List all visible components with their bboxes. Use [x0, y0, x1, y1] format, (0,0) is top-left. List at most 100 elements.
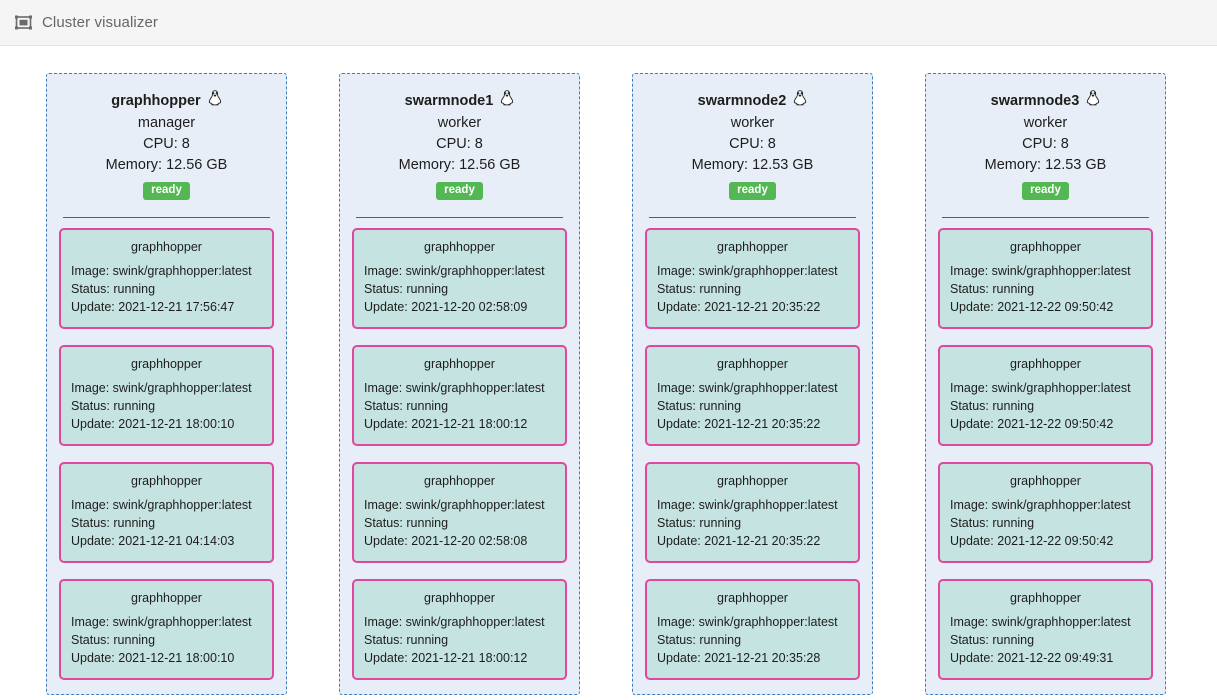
node-memory: Memory: 12.56 GB: [105, 157, 228, 173]
page-title: Cluster visualizer: [42, 14, 158, 31]
container-update: Update: 2021-12-21 18:00:12: [364, 651, 528, 665]
container-card[interactable]: graphhopper Image: swink/graphhopper:lat…: [645, 228, 860, 329]
container-card[interactable]: graphhopper Image: swink/graphhopper:lat…: [59, 345, 274, 446]
linux-penguin-icon: [793, 90, 807, 112]
node-memory: Memory: 12.53 GB: [984, 157, 1107, 173]
node-header: graphhopper manager CPU: 8 Memory: 12.56…: [59, 88, 274, 206]
container-name: graphhopper: [131, 357, 202, 371]
container-name: graphhopper: [1010, 357, 1081, 371]
container-image: Image: swink/graphhopper:latest: [950, 615, 1131, 629]
container-name: graphhopper: [1010, 591, 1081, 605]
linux-penguin-icon: [1086, 90, 1100, 112]
container-card[interactable]: graphhopper Image: swink/graphhopper:lat…: [59, 579, 274, 680]
container-status: Status: running: [950, 516, 1035, 530]
container-image: Image: swink/graphhopper:latest: [364, 498, 545, 512]
container-status: Status: running: [950, 399, 1035, 413]
container-card[interactable]: graphhopper Image: swink/graphhopper:lat…: [938, 579, 1153, 680]
container-update: Update: 2021-12-20 02:58:08: [364, 534, 528, 548]
container-update: Update: 2021-12-21 20:35:22: [657, 300, 821, 314]
container-card[interactable]: graphhopper Image: swink/graphhopper:lat…: [645, 345, 860, 446]
node-role: worker: [1023, 115, 1068, 131]
node-divider: [649, 217, 856, 218]
container-image: Image: swink/graphhopper:latest: [364, 264, 545, 278]
container-card[interactable]: graphhopper Image: swink/graphhopper:lat…: [645, 462, 860, 563]
container-card[interactable]: graphhopper Image: swink/graphhopper:lat…: [938, 462, 1153, 563]
container-status: Status: running: [71, 282, 156, 296]
container-image: Image: swink/graphhopper:latest: [71, 264, 252, 278]
container-card[interactable]: graphhopper Image: swink/graphhopper:lat…: [352, 228, 567, 329]
container-image: Image: swink/graphhopper:latest: [657, 615, 838, 629]
container-card[interactable]: graphhopper Image: swink/graphhopper:lat…: [352, 462, 567, 563]
container-update: Update: 2021-12-21 18:00:12: [364, 417, 528, 431]
node-card-swarmnode3[interactable]: swarmnode3 worker CPU: 8 Memory: 12.53 G…: [925, 73, 1166, 695]
status-badge: ready: [143, 182, 190, 200]
container-status: Status: running: [657, 633, 742, 647]
node-divider: [63, 217, 270, 218]
container-list: graphhopper Image: swink/graphhopper:lat…: [59, 228, 274, 680]
container-update: Update: 2021-12-22 09:50:42: [950, 417, 1114, 431]
node-card-graphhopper[interactable]: graphhopper manager CPU: 8 Memory: 12.56…: [46, 73, 287, 695]
container-image: Image: swink/graphhopper:latest: [657, 264, 838, 278]
container-update: Update: 2021-12-21 04:14:03: [71, 534, 235, 548]
container-update: Update: 2021-12-21 18:00:10: [71, 651, 235, 665]
node-card-swarmnode1[interactable]: swarmnode1 worker CPU: 8 Memory: 12.56 G…: [339, 73, 580, 695]
node-memory: Memory: 12.56 GB: [398, 157, 521, 173]
container-name: graphhopper: [1010, 474, 1081, 488]
container-list: graphhopper Image: swink/graphhopper:lat…: [352, 228, 567, 680]
status-badge: ready: [436, 182, 483, 200]
node-divider: [942, 217, 1149, 218]
app-header: Cluster visualizer: [0, 0, 1217, 46]
container-status: Status: running: [657, 516, 742, 530]
container-image: Image: swink/graphhopper:latest: [657, 381, 838, 395]
node-status-wrap: ready: [938, 180, 1153, 200]
container-name: graphhopper: [131, 240, 202, 254]
container-card[interactable]: graphhopper Image: swink/graphhopper:lat…: [352, 345, 567, 446]
container-image: Image: swink/graphhopper:latest: [950, 264, 1131, 278]
container-image: Image: swink/graphhopper:latest: [71, 615, 252, 629]
container-status: Status: running: [364, 516, 449, 530]
container-status: Status: running: [950, 282, 1035, 296]
node-header: swarmnode1 worker CPU: 8 Memory: 12.56 G…: [352, 88, 567, 206]
node-cpu: CPU: 8: [729, 136, 776, 152]
node-board: graphhopper manager CPU: 8 Memory: 12.56…: [0, 46, 1217, 695]
container-update: Update: 2021-12-21 17:56:47: [71, 300, 235, 314]
node-card-swarmnode2[interactable]: swarmnode2 worker CPU: 8 Memory: 12.53 G…: [632, 73, 873, 695]
container-status: Status: running: [364, 633, 449, 647]
node-status-wrap: ready: [352, 180, 567, 200]
container-card[interactable]: graphhopper Image: swink/graphhopper:lat…: [59, 462, 274, 563]
container-update: Update: 2021-12-22 09:50:42: [950, 534, 1114, 548]
container-image: Image: swink/graphhopper:latest: [950, 381, 1131, 395]
node-hostname: graphhopper: [111, 93, 201, 109]
container-card[interactable]: graphhopper Image: swink/graphhopper:lat…: [938, 228, 1153, 329]
node-memory: Memory: 12.53 GB: [691, 157, 814, 173]
container-update: Update: 2021-12-21 20:35:22: [657, 534, 821, 548]
container-name: graphhopper: [424, 591, 495, 605]
container-card[interactable]: graphhopper Image: swink/graphhopper:lat…: [59, 228, 274, 329]
container-card[interactable]: graphhopper Image: swink/graphhopper:lat…: [938, 345, 1153, 446]
node-name-row: swarmnode3: [938, 90, 1153, 112]
container-name: graphhopper: [717, 591, 788, 605]
node-role: worker: [730, 115, 775, 131]
container-image: Image: swink/graphhopper:latest: [364, 381, 545, 395]
container-image: Image: swink/graphhopper:latest: [364, 615, 545, 629]
linux-penguin-icon: [208, 90, 222, 112]
container-card[interactable]: graphhopper Image: swink/graphhopper:lat…: [352, 579, 567, 680]
node-role: manager: [137, 115, 196, 131]
container-name: graphhopper: [424, 474, 495, 488]
container-name: graphhopper: [424, 357, 495, 371]
node-divider: [356, 217, 563, 218]
node-header: swarmnode2 worker CPU: 8 Memory: 12.53 G…: [645, 88, 860, 206]
container-status: Status: running: [364, 399, 449, 413]
status-badge: ready: [729, 182, 776, 200]
container-update: Update: 2021-12-21 20:35:22: [657, 417, 821, 431]
container-image: Image: swink/graphhopper:latest: [71, 381, 252, 395]
node-role: worker: [437, 115, 482, 131]
node-cpu: CPU: 8: [1022, 136, 1069, 152]
linux-penguin-icon: [500, 90, 514, 112]
container-name: graphhopper: [1010, 240, 1081, 254]
container-card[interactable]: graphhopper Image: swink/graphhopper:lat…: [645, 579, 860, 680]
cluster-frame-icon: [14, 14, 32, 32]
container-status: Status: running: [657, 399, 742, 413]
container-update: Update: 2021-12-22 09:50:42: [950, 300, 1114, 314]
